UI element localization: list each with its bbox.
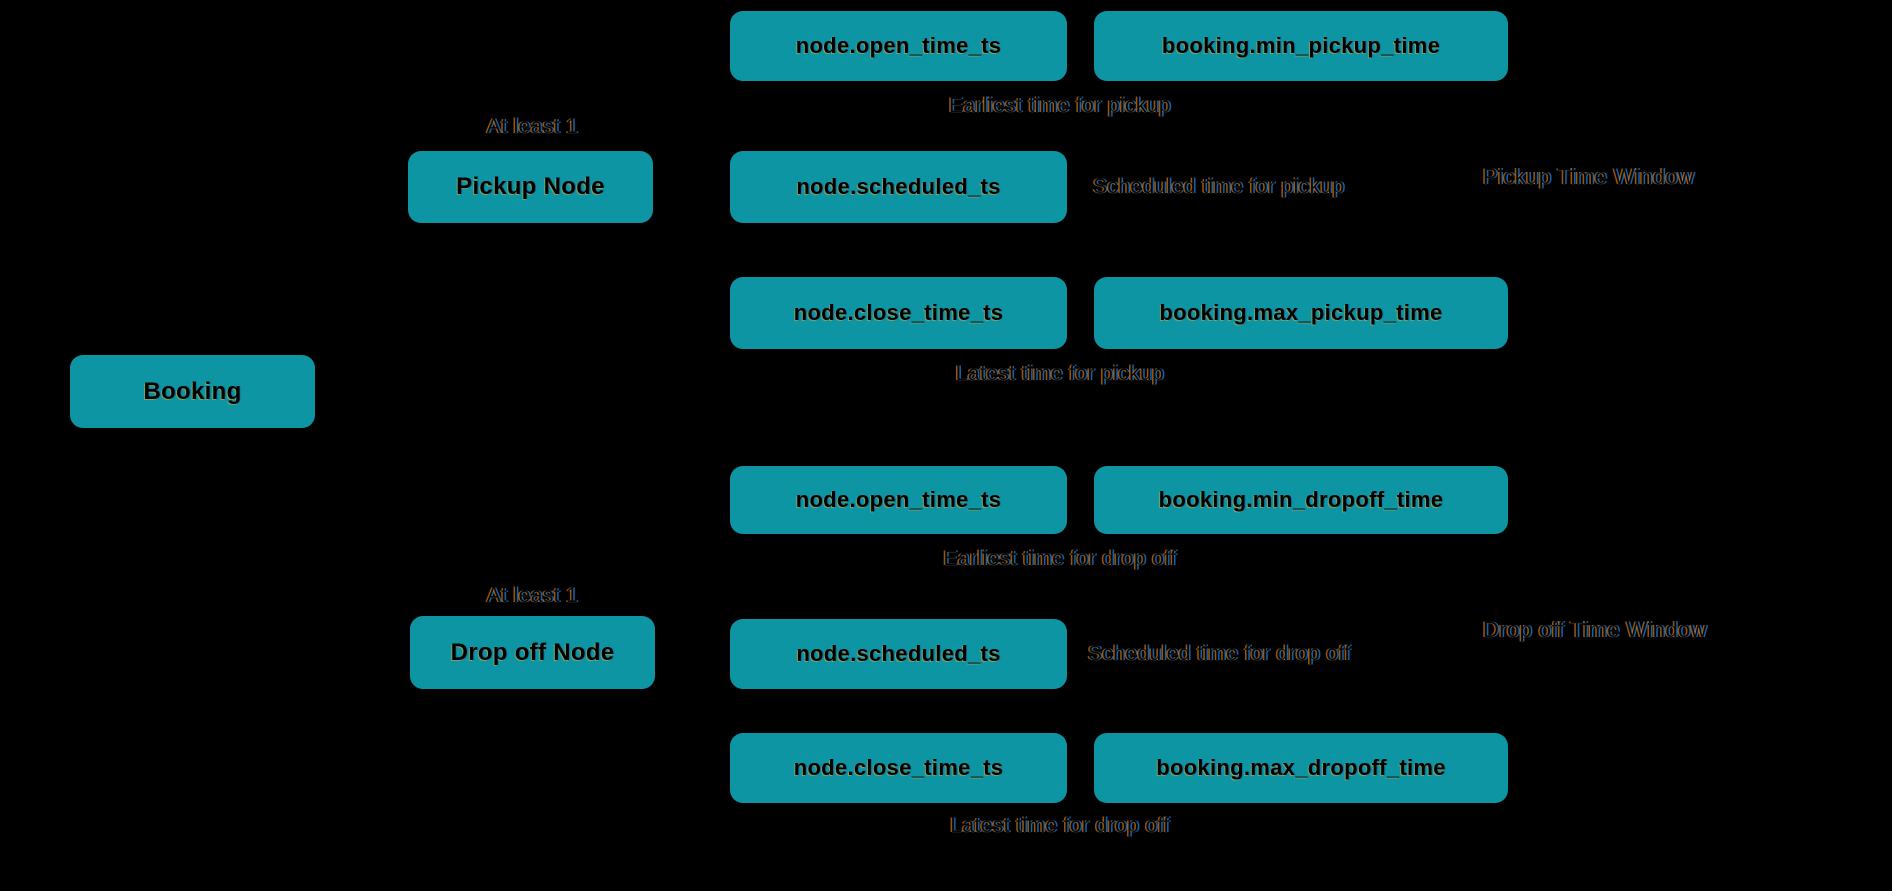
pickup-time-window-title: Pickup Time Window <box>1483 164 1695 189</box>
field-box-pickup-close-time: node.close_time_ts <box>730 277 1067 349</box>
field-box-dropoff-close-time: node.close_time_ts <box>730 733 1067 803</box>
dropoff-node-label: Drop off Node <box>450 638 615 666</box>
dropoff-time-window-title: Drop off Time Window <box>1483 617 1708 642</box>
field-label-pickup-scheduled-ts: node.scheduled_ts <box>796 174 1001 199</box>
field-box-pickup-scheduled-ts: node.scheduled_ts <box>730 151 1067 223</box>
field-label-booking-max-pickup-time: booking.max_pickup_time <box>1159 300 1443 325</box>
field-label-pickup-close-time: node.close_time_ts <box>793 300 1004 325</box>
caption-earliest-dropoff: Earliest time for drop off <box>943 547 1177 570</box>
field-label-dropoff-close-time: node.close_time_ts <box>793 755 1004 780</box>
field-label-booking-min-dropoff-time: booking.min_dropoff_time <box>1158 487 1444 512</box>
caption-latest-pickup: Latest time for pickup <box>955 362 1165 385</box>
dropoff-cardinality-label: At least 1 <box>486 584 579 607</box>
pickup-node-box: Pickup Node <box>408 151 653 223</box>
field-box-booking-min-pickup-time: booking.min_pickup_time <box>1094 11 1508 81</box>
pickup-cardinality-label: At least 1 <box>486 115 579 138</box>
dropoff-node-box: Drop off Node <box>410 616 655 689</box>
caption-scheduled-pickup: Scheduled time for pickup <box>1093 175 1345 198</box>
field-box-booking-max-dropoff-time: booking.max_dropoff_time <box>1094 733 1508 803</box>
field-box-pickup-open-time: node.open_time_ts <box>730 11 1067 81</box>
field-box-booking-max-pickup-time: booking.max_pickup_time <box>1094 277 1508 349</box>
caption-latest-dropoff: Latest time for drop off <box>950 814 1170 837</box>
field-label-booking-max-dropoff-time: booking.max_dropoff_time <box>1156 755 1446 780</box>
caption-earliest-pickup: Earliest time for pickup <box>948 94 1171 117</box>
field-label-booking-min-pickup-time: booking.min_pickup_time <box>1161 33 1441 58</box>
field-label-pickup-open-time: node.open_time_ts <box>795 33 1002 58</box>
field-label-dropoff-scheduled-ts: node.scheduled_ts <box>796 641 1001 666</box>
pickup-node-label: Pickup Node <box>456 173 605 200</box>
field-box-booking-min-dropoff-time: booking.min_dropoff_time <box>1094 466 1508 534</box>
caption-scheduled-dropoff: Scheduled time for drop off <box>1088 642 1351 665</box>
field-box-dropoff-open-time: node.open_time_ts <box>730 466 1067 534</box>
booking-entity-label: Booking <box>143 377 242 405</box>
booking-entity-box: Booking <box>70 355 315 428</box>
field-box-dropoff-scheduled-ts: node.scheduled_ts <box>730 619 1067 689</box>
field-label-dropoff-open-time: node.open_time_ts <box>795 487 1002 512</box>
